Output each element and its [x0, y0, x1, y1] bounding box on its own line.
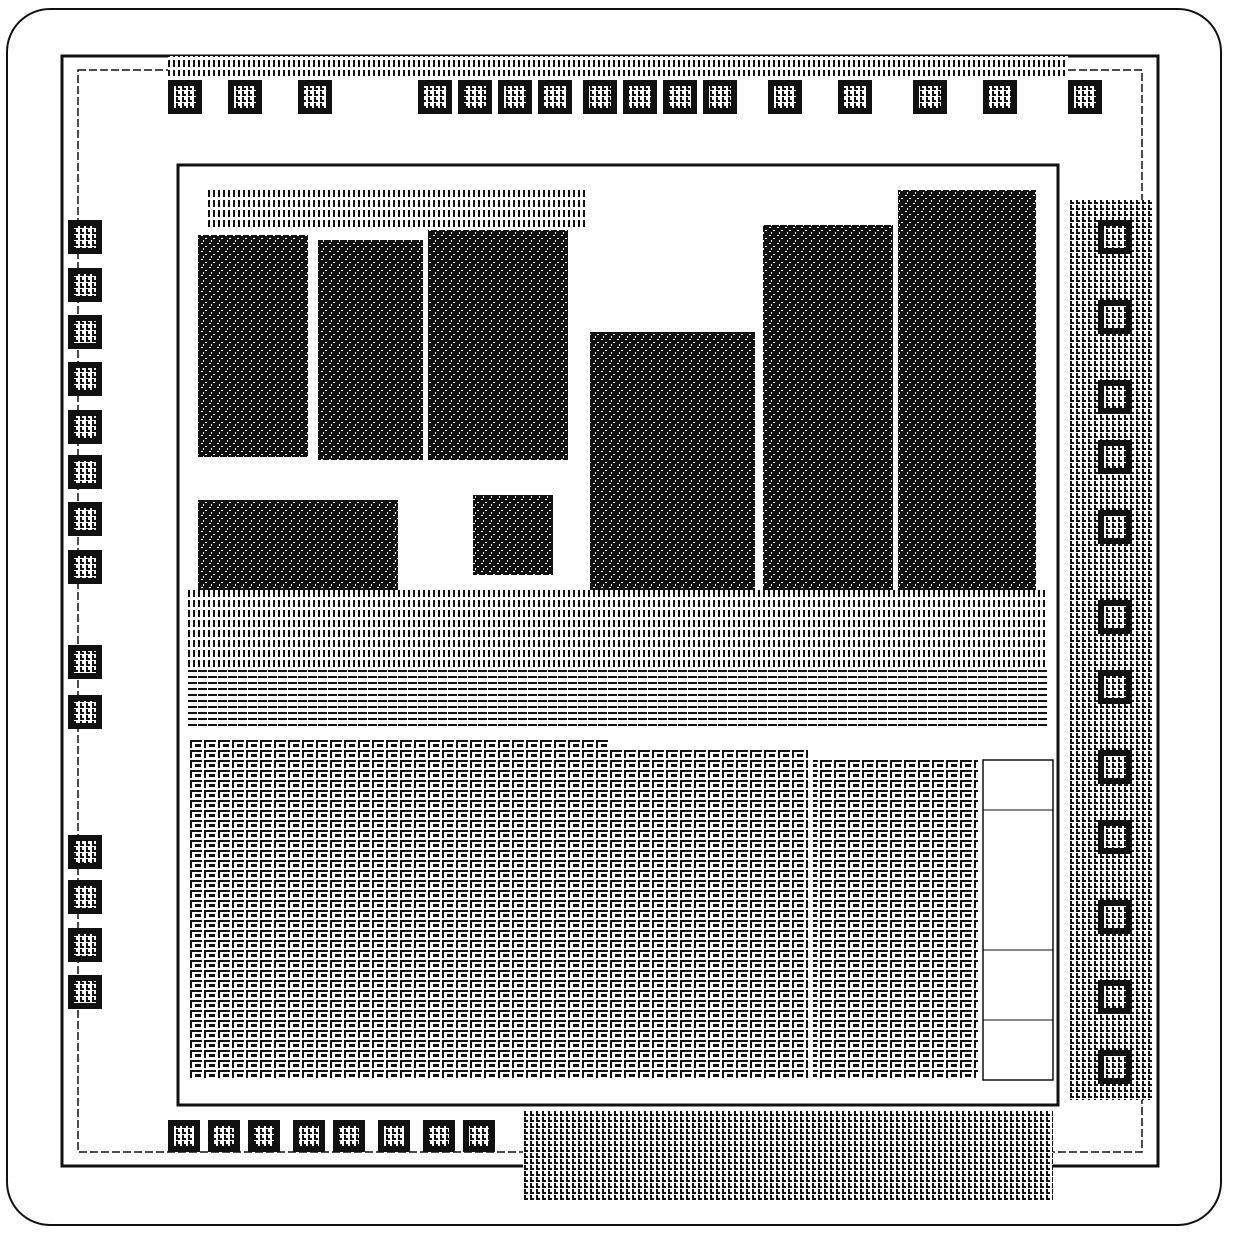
logic-array	[813, 760, 978, 1080]
memory-block	[318, 240, 423, 460]
bond-pad-center	[1104, 826, 1126, 848]
bond-pad-center	[234, 86, 256, 108]
bond-pads	[68, 80, 1132, 1152]
die-frame	[6, 8, 1222, 1226]
chip-die-photo	[60, 54, 1160, 1200]
logic-array	[608, 750, 808, 1080]
bond-pad-center	[174, 86, 196, 108]
bond-pad-center	[429, 1126, 449, 1146]
bond-pad-center	[74, 841, 96, 863]
logic-array	[188, 740, 608, 1080]
bond-pad-center	[504, 86, 526, 108]
bond-pad-center	[299, 1126, 319, 1146]
bond-pad-center	[74, 508, 96, 530]
bond-pad-center	[424, 86, 446, 108]
bond-pad-center	[774, 86, 796, 108]
memory-block	[763, 225, 893, 595]
bond-pad-center	[74, 934, 96, 956]
bond-pad-center	[1104, 676, 1126, 698]
bond-pad-center	[339, 1126, 359, 1146]
bond-pad-center	[74, 274, 96, 296]
bond-pad-center	[174, 1126, 194, 1146]
bond-pad-center	[469, 1126, 489, 1146]
bond-pad-center	[669, 86, 691, 108]
bond-pad-center	[74, 701, 96, 723]
bond-pad-center	[1104, 306, 1126, 328]
bond-pad-center	[74, 651, 96, 673]
bond-pad-center	[254, 1126, 274, 1146]
bond-pad-center	[544, 86, 566, 108]
bond-pad-center	[384, 1126, 404, 1146]
bond-pad-center	[1104, 606, 1126, 628]
pad-row-bottom	[523, 1110, 1053, 1200]
bond-pad-center	[919, 86, 941, 108]
bond-pad-center	[1104, 1056, 1126, 1078]
bond-pad-center	[74, 556, 96, 578]
bond-pad-center	[1104, 386, 1126, 408]
bond-pad-center	[74, 886, 96, 908]
memory-block	[428, 210, 568, 460]
bond-pad-center	[74, 226, 96, 248]
routing-channel	[188, 590, 1048, 670]
bond-pad-center	[1104, 516, 1126, 538]
bond-pad-center	[74, 368, 96, 390]
bond-pad-center	[989, 86, 1011, 108]
bond-pad-center	[1104, 906, 1126, 928]
bond-pad-center	[1074, 86, 1096, 108]
bond-pad-center	[214, 1126, 234, 1146]
bond-pad-center	[1104, 756, 1126, 778]
core-outline	[176, 163, 1060, 1107]
bond-pad-center	[464, 86, 486, 108]
bond-pad-center	[629, 86, 651, 108]
bond-pad-center	[74, 461, 96, 483]
bond-pad-center	[1104, 986, 1126, 1008]
bond-pad-center	[304, 86, 326, 108]
pad-column-right	[1068, 200, 1153, 1100]
memory-block	[590, 332, 755, 590]
memory-block	[898, 190, 1036, 595]
memory-block	[198, 235, 308, 457]
bond-pad-center	[1104, 226, 1126, 248]
bond-pad-center	[74, 321, 96, 343]
bond-pad-center	[1104, 446, 1126, 468]
bond-pad-center	[844, 86, 866, 108]
bond-pad-center	[74, 981, 96, 1003]
logic-block	[473, 495, 553, 575]
bond-pad-center	[709, 86, 731, 108]
logic-block	[198, 500, 398, 590]
bond-pad-center	[589, 86, 611, 108]
bond-pad-center	[74, 416, 96, 438]
routing-channel	[188, 670, 1048, 730]
